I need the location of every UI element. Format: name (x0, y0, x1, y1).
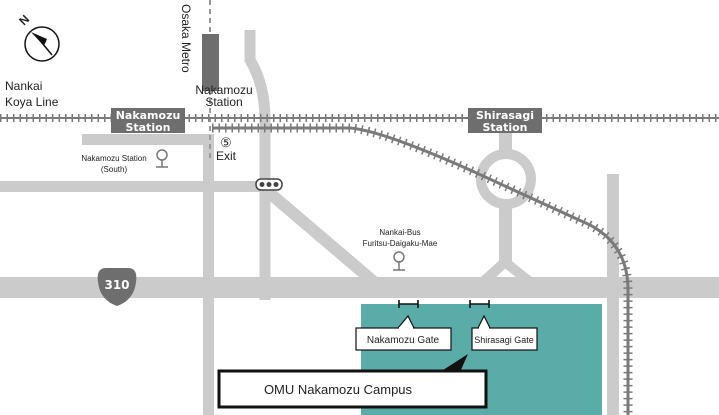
metro-station-platform (202, 34, 219, 91)
bus-stop-south-icon (156, 149, 168, 168)
osaka-metro-label: Osaka Metro (179, 4, 193, 73)
nankai-bus-stop-label-1: Nankai-Bus (379, 228, 420, 237)
north-compass-icon: N (16, 12, 60, 62)
shirasagi-gate-label: Shirasagi Gate (474, 335, 534, 345)
compass-letter: N (16, 12, 32, 28)
east-vertical-road (607, 174, 619, 415)
nankai-line-label-2: Koya Line (5, 95, 59, 109)
nankai-bus-stop-label-2: Furitsu-Daigaku-Mae (363, 239, 438, 248)
west-vertical-road (203, 134, 214, 415)
roundabout (476, 149, 536, 209)
nakamozu-nankai-label-2: Station (125, 121, 170, 134)
nakamozu-nankai-label-1: Nakamozu (116, 109, 181, 122)
shirasagi-label-1: Shirasagi (476, 109, 534, 122)
shirasagi-gate-marker-icon (469, 300, 490, 308)
nakamozu-gate-label: Nakamozu Gate (367, 335, 440, 346)
nakamozu-nankai-station-box (111, 108, 185, 133)
traffic-signal-icon (255, 178, 283, 191)
station-south-road (82, 134, 214, 145)
bus-stop-south-label-1: Nakamozu Station (81, 154, 146, 163)
nankai-line-label-1: Nankai (5, 79, 42, 93)
fork-road-right (501, 258, 534, 286)
shirasagi-label-2: Station (482, 121, 527, 134)
bus-stop-south-label-2: (South) (101, 165, 128, 174)
fork-road-left (479, 258, 509, 286)
exit-number: ⑤ (220, 135, 232, 150)
campus-label-box (217, 369, 488, 409)
diagonal-road (262, 185, 384, 292)
upper-west-road (0, 181, 270, 192)
nakamozu-gate-marker-icon (398, 300, 419, 308)
roads (0, 128, 719, 415)
metro-curved-road (244, 30, 271, 300)
shirasagi-gate-box (471, 327, 538, 351)
nakamozu-metro-label-2: Station (205, 95, 242, 109)
route-310-number: 310 (104, 278, 129, 292)
route-310-shield-icon: 310 (97, 268, 137, 306)
shirasagi-south-road (499, 200, 512, 266)
route-310-road (0, 277, 719, 298)
shirasagi-station-box (468, 108, 542, 133)
exit-label: Exit (216, 149, 237, 163)
campus-name: OMU Nakamozu Campus (264, 382, 413, 397)
campus-label-pointer (440, 354, 468, 372)
nankai-bus-stop-icon (393, 251, 405, 271)
nakamozu-metro-label-1: Nakamozu (195, 83, 252, 97)
